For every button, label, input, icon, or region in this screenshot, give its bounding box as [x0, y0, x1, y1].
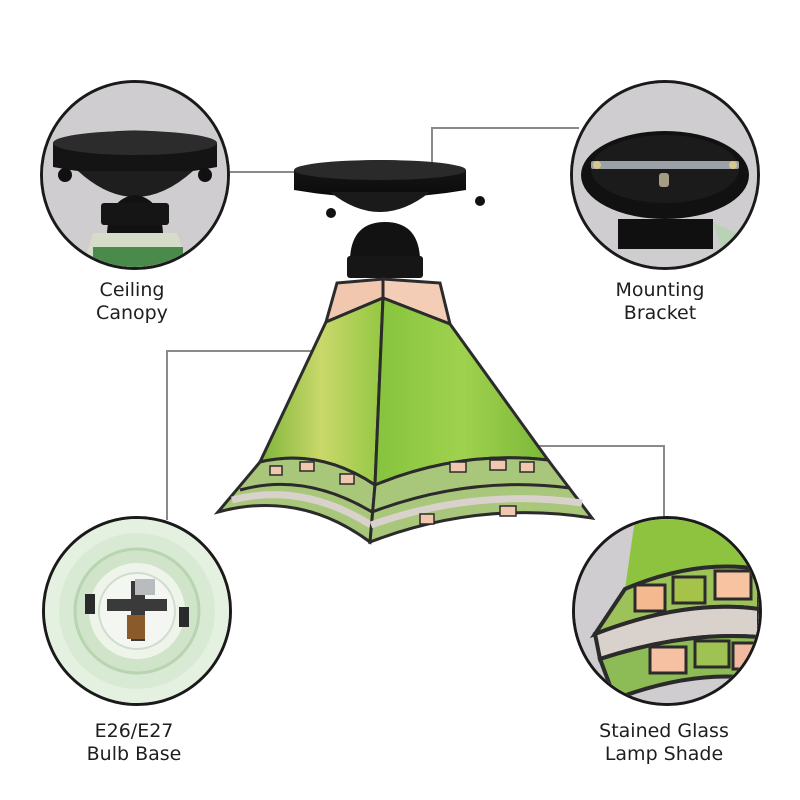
leader-line-bracket-horizontal [431, 127, 579, 129]
label-line-1: Stained Glass [599, 720, 729, 742]
label-line-2: Canopy [96, 302, 168, 324]
callout-lamp-shade-label: Stained Glass Lamp Shade [564, 720, 764, 766]
stained-glass-shade-icon [213, 277, 596, 545]
canopy-closeup-icon [43, 83, 227, 267]
callout-ceiling-canopy-image [40, 80, 230, 270]
leader-line-bulb-vertical [166, 350, 168, 520]
label-line-2: Bulb Base [86, 743, 182, 765]
leader-line-bracket-vertical [431, 127, 433, 167]
callout-lamp-shade-image [572, 516, 762, 706]
stained-glass-closeup-icon [575, 519, 759, 703]
leader-line-shade-vertical [663, 445, 665, 520]
callout-bulb-base-label: E26/E27 Bulb Base [34, 720, 234, 766]
callout-mounting-bracket-image [570, 80, 760, 270]
leader-line-bulb-horizontal [166, 350, 354, 352]
callout-ceiling-canopy-label: Ceiling Canopy [32, 279, 232, 325]
bulb-socket-closeup-icon [45, 519, 229, 703]
leader-line-shade-horizontal [495, 445, 665, 447]
label-line-1: Ceiling [99, 279, 165, 301]
label-line-2: Lamp Shade [604, 743, 724, 765]
label-line-1: E26/E27 [94, 720, 174, 742]
callout-mounting-bracket-label: Mounting Bracket [560, 279, 760, 325]
ceiling-canopy-icon [294, 160, 485, 278]
label-line-2: Bracket [623, 302, 697, 324]
bracket-closeup-icon [573, 83, 757, 267]
callout-bulb-base-image [42, 516, 232, 706]
label-line-1: Mounting [615, 279, 705, 301]
